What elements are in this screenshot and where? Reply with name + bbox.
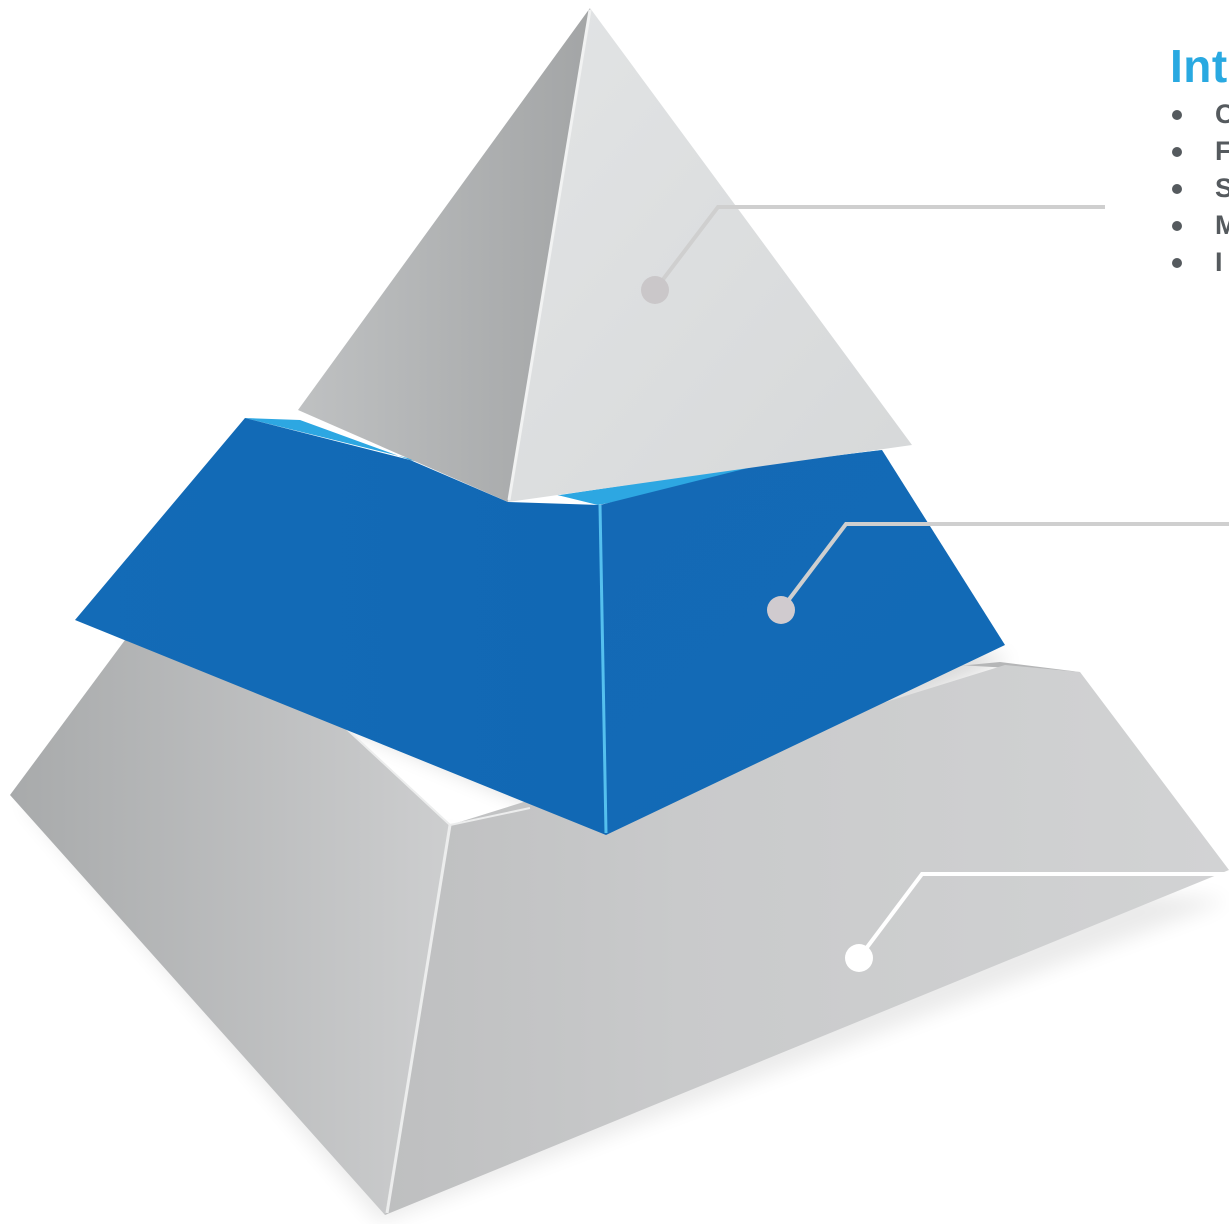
middle-level-edge <box>598 504 608 834</box>
bullet-dot-icon <box>1172 221 1182 231</box>
connector-bottom <box>845 872 1229 972</box>
connector-top-dot <box>641 276 669 304</box>
bottom-level-left-face <box>10 640 450 1215</box>
list-item: I <box>1170 244 1229 281</box>
list-item: F <box>1170 133 1229 170</box>
top-level-right-face <box>508 8 912 502</box>
list-item: S <box>1170 170 1229 207</box>
connector-middle-dot <box>767 596 795 624</box>
middle-level-right-face <box>600 450 1005 835</box>
bottom-level-edge <box>385 824 452 1214</box>
list-item-text: F <box>1215 136 1229 166</box>
bullet-dot-icon <box>1172 110 1182 120</box>
pyramid-middle-level <box>75 418 1005 835</box>
top-level-edge <box>507 9 592 501</box>
bullet-dot-icon <box>1172 147 1182 157</box>
list-item-text: I <box>1215 247 1223 277</box>
callout-top: Int C F S M I <box>1170 40 1229 281</box>
connector-top-line <box>653 205 1105 292</box>
connector-bottom-dot <box>845 944 873 972</box>
bullet-dot-icon <box>1172 258 1182 268</box>
connector-middle-line <box>779 522 1229 612</box>
list-item-text: M <box>1215 210 1229 240</box>
callout-title: Int <box>1170 40 1228 92</box>
connector-bottom-line <box>857 872 1229 960</box>
bottom-level-top-edge <box>334 717 531 827</box>
list-item: C <box>1170 96 1229 133</box>
pyramid-top-level <box>298 8 912 502</box>
bullet-list: C F S M I <box>1170 96 1229 281</box>
middle-level-left-face <box>75 418 606 835</box>
list-item-text: S <box>1215 173 1229 203</box>
list-item-text: C <box>1215 99 1229 129</box>
connector-top <box>641 205 1105 304</box>
bullet-dot-icon <box>1172 184 1182 194</box>
connector-middle <box>767 522 1229 624</box>
top-level-left-face <box>298 8 590 502</box>
list-item: M <box>1170 207 1229 244</box>
middle-level-top-cap <box>245 418 882 505</box>
